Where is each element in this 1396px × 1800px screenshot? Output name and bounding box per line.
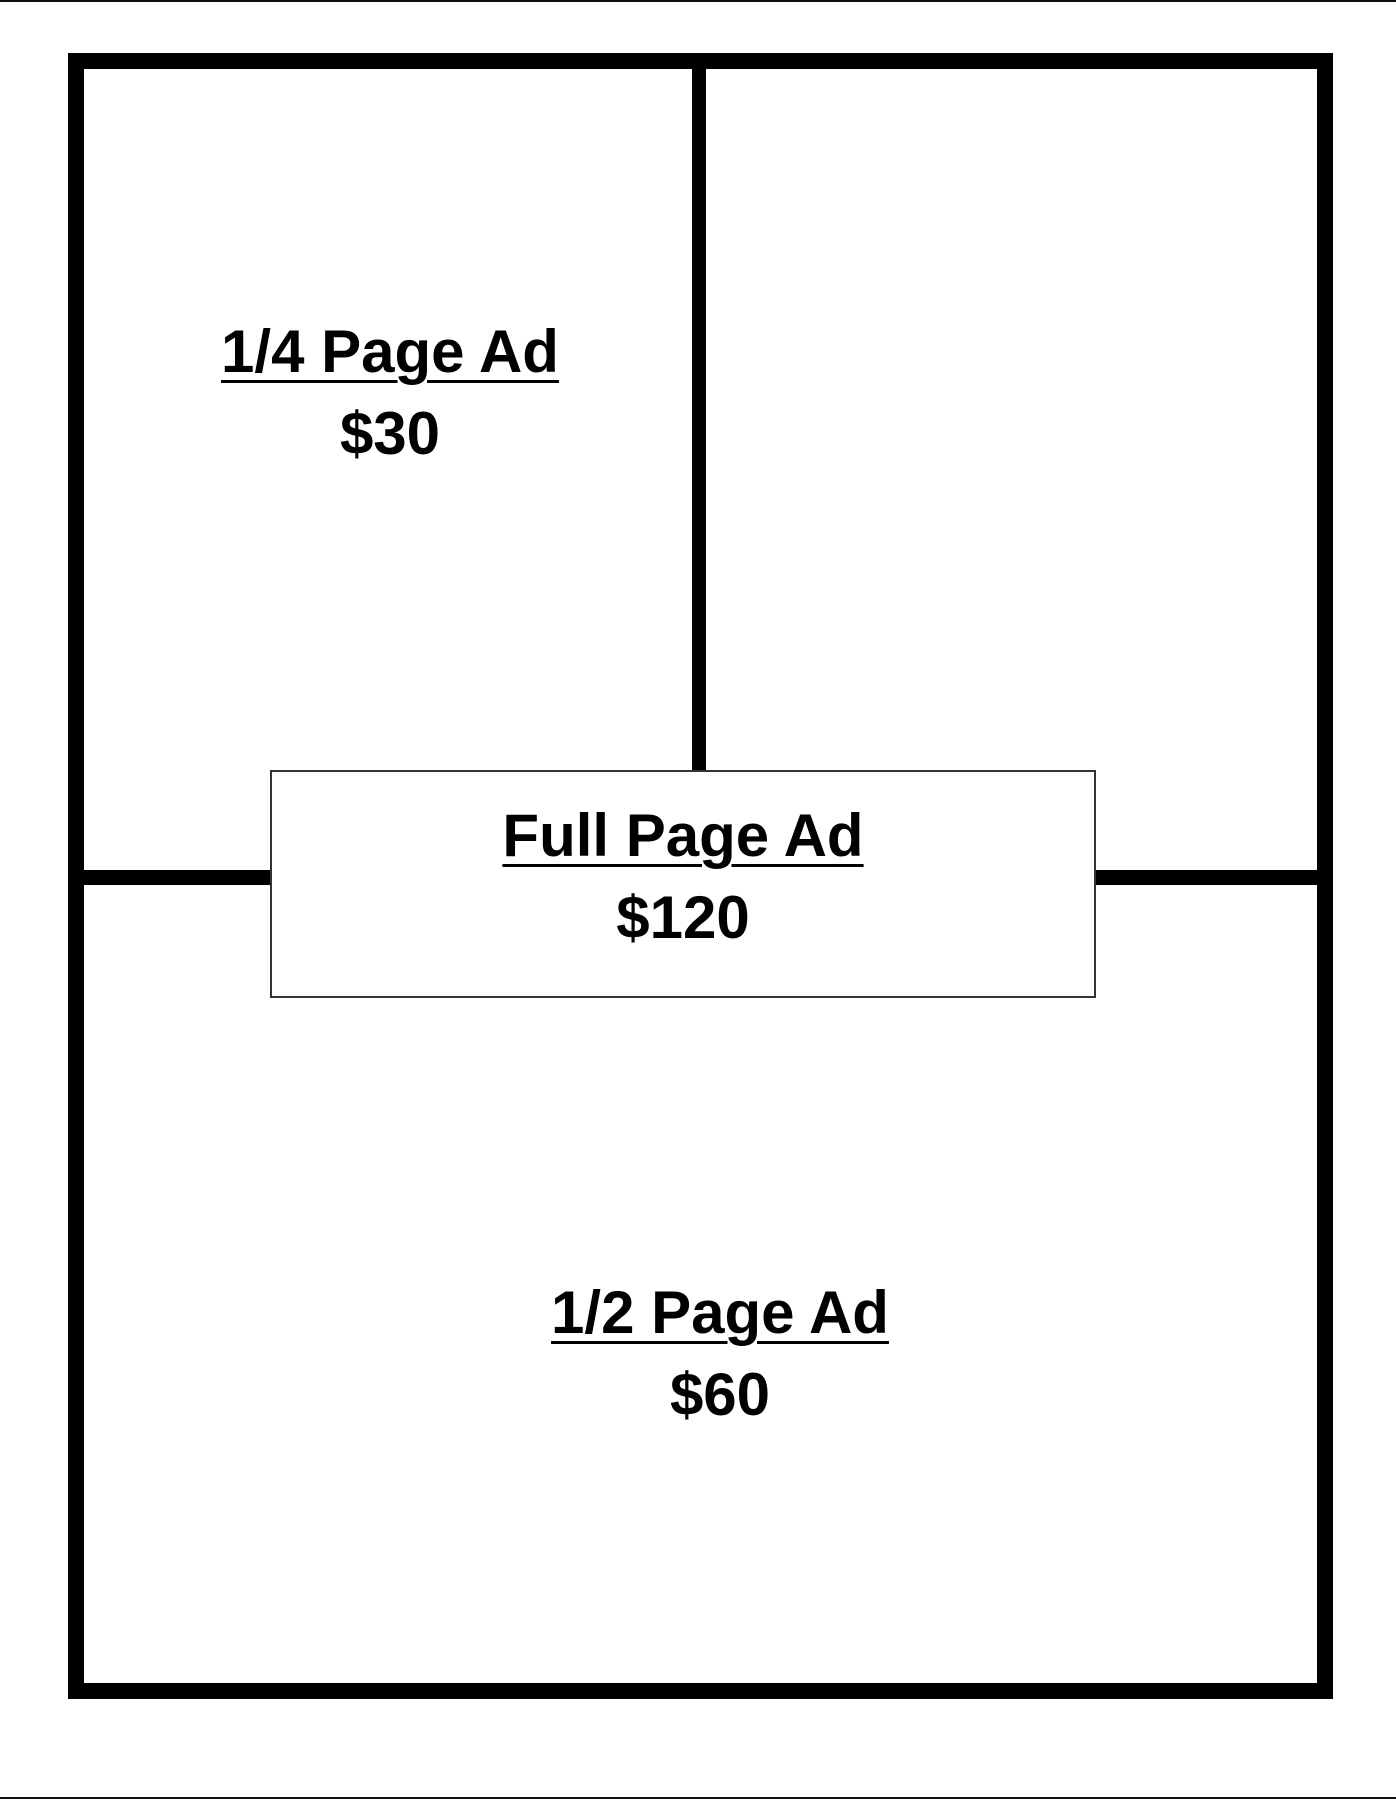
vertical-divider [692,53,706,773]
half-page-ad: 1/2 Page Ad $60 [420,1283,1020,1425]
half-page-ad-price: $60 [669,1361,771,1428]
full-page-ad-title: Full Page Ad [502,802,864,869]
full-page-ad-box: Full Page Ad $120 [270,770,1096,998]
full-page-ad-price: $120 [616,884,750,951]
frame-bottom [68,1683,1333,1699]
bottom-edge-line [0,1797,1396,1799]
quarter-page-ad-title: 1/4 Page Ad [221,318,559,385]
top-edge-line [0,0,1396,2]
quarter-page-ad: 1/4 Page Ad $30 [84,322,696,464]
full-page-ad: Full Page Ad $120 [272,806,1094,948]
half-page-ad-title: 1/2 Page Ad [551,1279,889,1346]
quarter-page-ad-price: $30 [339,400,441,467]
